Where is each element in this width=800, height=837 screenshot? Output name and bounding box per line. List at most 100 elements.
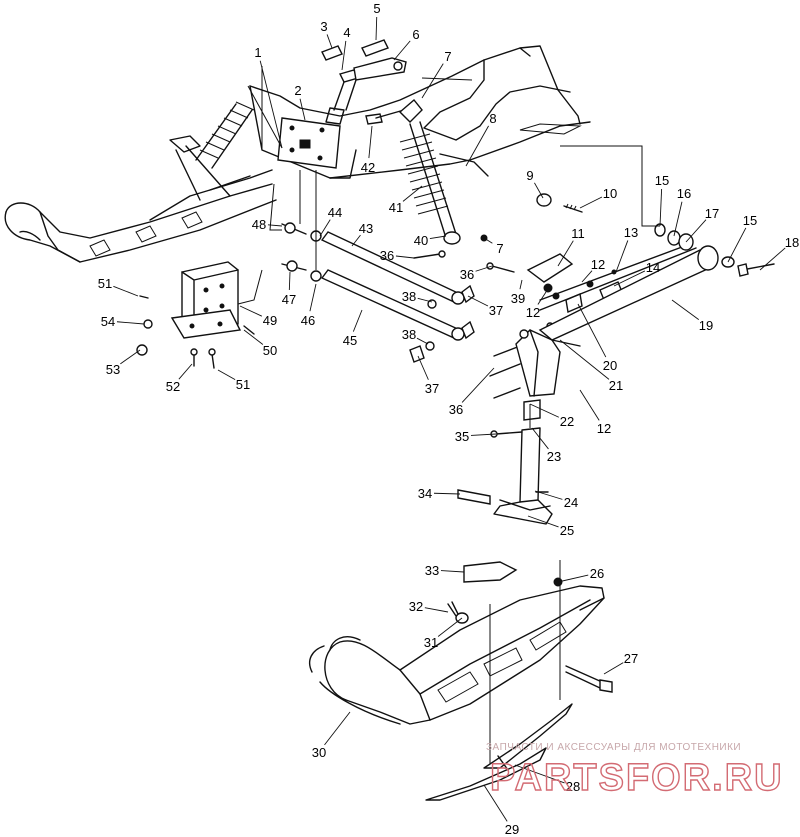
leader-part-24 xyxy=(534,490,563,500)
callout-part-45: 45 xyxy=(343,333,357,348)
callout-part-40: 40 xyxy=(414,233,428,248)
shock-mount-plate xyxy=(277,117,341,169)
leader-part-41 xyxy=(402,185,423,202)
leader-part-5 xyxy=(375,16,378,41)
leader-part-32 xyxy=(424,607,449,613)
callout-part-22: 22 xyxy=(560,414,574,429)
callout-part-1: 1 xyxy=(254,45,261,60)
callout-part-9: 9 xyxy=(526,168,533,183)
leader-part-26 xyxy=(557,574,589,583)
leader-part-2 xyxy=(299,98,306,121)
callout-part-7b: 7 xyxy=(496,241,503,256)
leader-part-36b xyxy=(475,265,493,272)
front-ski-30 xyxy=(308,577,605,725)
leader-part-35 xyxy=(470,433,497,436)
radius-rod-45 xyxy=(310,269,465,341)
callout-part-39: 39 xyxy=(511,291,525,306)
leader-part-42 xyxy=(368,125,373,159)
callout-part-16: 16 xyxy=(677,186,691,201)
left-shock-background xyxy=(169,101,255,201)
leader-part-36 xyxy=(395,255,415,259)
leader-part-20 xyxy=(577,303,607,358)
callout-part-54: 54 xyxy=(101,314,115,329)
callout-part-29: 29 xyxy=(505,822,519,837)
leader-part-25 xyxy=(527,515,559,528)
assembly-guide-lines xyxy=(237,66,660,764)
watermark-tagline: ЗАПЧАСТИ И АКСЕССУАРЫ ДЛЯ МОТОТЕХНИКИ xyxy=(486,742,741,753)
callout-part-19: 19 xyxy=(699,318,713,333)
leader-part-6 xyxy=(393,40,411,61)
leader-part-3 xyxy=(326,34,333,49)
leader-part-44 xyxy=(319,219,331,237)
leader-part-43 xyxy=(351,234,361,247)
leader-part-37 xyxy=(467,295,489,307)
leader-part-7 xyxy=(421,63,444,99)
leader-part-45 xyxy=(352,309,363,332)
leader-part-52 xyxy=(178,363,193,380)
leader-part-17 xyxy=(685,219,707,243)
callout-part-26: 26 xyxy=(590,566,604,581)
leader-part-28 xyxy=(514,764,565,784)
front-shock-spring xyxy=(398,98,488,245)
leader-part-49 xyxy=(239,305,263,317)
callout-part-36b: 36 xyxy=(460,267,474,282)
leader-part-23 xyxy=(531,427,549,450)
leader-part-8 xyxy=(465,125,489,167)
callout-part-37: 37 xyxy=(489,303,503,318)
leader-part-22 xyxy=(529,403,560,418)
callout-part-14: 14 xyxy=(646,260,660,275)
rod-end-bolts xyxy=(281,222,307,272)
cotter-pin-nut xyxy=(447,601,469,624)
callout-part-20: 20 xyxy=(603,358,617,373)
upper-pins xyxy=(321,39,407,125)
skag-29 xyxy=(425,747,547,801)
leader-part-38 xyxy=(417,297,433,303)
bolt-27 xyxy=(565,665,613,693)
wear-pad-33 xyxy=(463,561,518,583)
spindle xyxy=(490,399,553,525)
bulkhead-frame xyxy=(249,45,591,179)
bolt-10 xyxy=(536,193,583,213)
leader-part-34 xyxy=(433,492,461,495)
leader-part-33 xyxy=(440,570,465,573)
callout-part-33: 33 xyxy=(425,563,439,578)
leader-part-11 xyxy=(557,240,574,267)
callout-part-12c: 12 xyxy=(597,421,611,436)
callout-part-25: 25 xyxy=(560,523,574,538)
callout-part-49: 49 xyxy=(263,313,277,328)
leader-part-12c xyxy=(579,389,600,421)
leader-part-15 xyxy=(659,188,663,227)
callout-part-48: 48 xyxy=(252,217,266,232)
callout-part-32: 32 xyxy=(409,599,423,614)
callout-part-31: 31 xyxy=(424,635,438,650)
callout-part-4: 4 xyxy=(343,25,350,40)
callout-part-37b: 37 xyxy=(425,381,439,396)
callout-part-17: 17 xyxy=(705,206,719,221)
callout-part-28: 28 xyxy=(566,779,580,794)
leader-part-18 xyxy=(759,247,786,271)
callout-part-42: 42 xyxy=(361,160,375,175)
leader-part-16 xyxy=(673,201,683,237)
leader-part-7b xyxy=(483,237,493,244)
callout-part-5: 5 xyxy=(373,1,380,16)
callout-part-27: 27 xyxy=(624,651,638,666)
leader-part-51b xyxy=(217,369,236,380)
callout-part-6: 6 xyxy=(412,27,419,42)
bushings xyxy=(409,284,475,363)
callout-part-35: 35 xyxy=(455,429,469,444)
bolts-36 xyxy=(413,250,521,399)
callout-part-18: 18 xyxy=(785,235,799,250)
leader-part-15b xyxy=(727,227,747,263)
leader-part-13 xyxy=(615,240,629,273)
leader-part-30 xyxy=(324,711,351,746)
left-ski-background xyxy=(4,169,277,263)
leader-part-47 xyxy=(288,271,291,291)
leader-part-19 xyxy=(671,299,700,321)
leader-part-51 xyxy=(113,285,139,297)
leader-part-36c xyxy=(461,367,495,403)
mounting-bracket xyxy=(170,261,242,339)
leader-part-21 xyxy=(559,339,610,380)
leader-part-1 xyxy=(259,60,283,149)
